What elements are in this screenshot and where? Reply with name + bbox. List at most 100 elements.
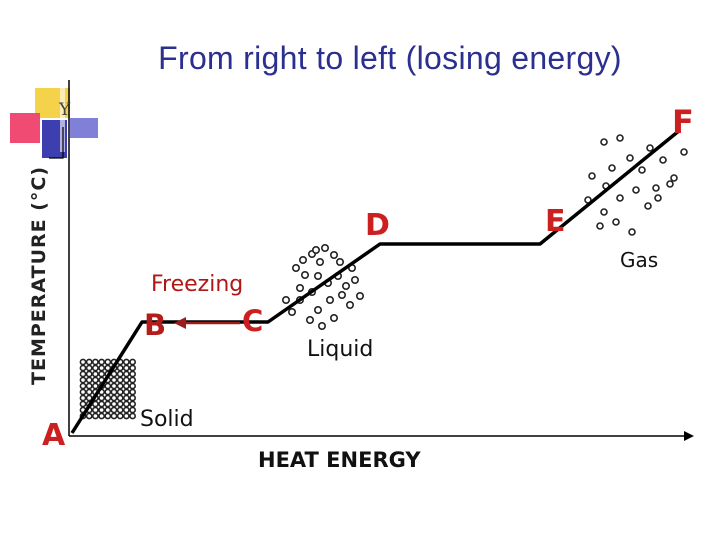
- freezing-arrowhead: [174, 317, 186, 329]
- solid-particle: [123, 358, 130, 366]
- gas-particle: [659, 156, 667, 164]
- liquid-particle: [350, 275, 359, 284]
- solid-particle: [116, 406, 124, 414]
- solid-particle: [104, 406, 112, 414]
- solid-particle: [85, 382, 93, 390]
- liquid-label: Liquid: [307, 337, 374, 362]
- solid-particle: [129, 370, 136, 378]
- liquid-particle: [291, 263, 300, 272]
- gas-particle: [646, 144, 654, 152]
- solid-particle: [123, 388, 130, 396]
- heating-curve-line: [70, 128, 682, 434]
- solid-particle: [104, 400, 112, 408]
- solid-particle: [92, 358, 99, 366]
- gas-particle: [670, 174, 678, 182]
- solid-particle: [85, 370, 93, 378]
- y-axis-letter: Y: [59, 100, 71, 120]
- gas-particle: [588, 172, 596, 180]
- solid-particle: [85, 376, 93, 384]
- solid-particle: [98, 394, 105, 402]
- gas-label: Gas: [620, 248, 659, 272]
- solid-particle: [79, 376, 87, 384]
- solid-particle: [79, 394, 87, 402]
- solid-particle: [92, 400, 99, 408]
- solid-particle: [104, 394, 112, 402]
- liquid-particle: [337, 290, 346, 299]
- solid-lattice-icon: [79, 358, 136, 420]
- solid-particle: [104, 364, 112, 372]
- liquid-particle: [335, 257, 344, 266]
- liquid-particle: [320, 244, 329, 253]
- solid-particle: [110, 406, 118, 414]
- solid-particle: [110, 394, 118, 402]
- solid-particle: [98, 358, 105, 366]
- solid-particle: [104, 412, 112, 420]
- solid-particle: [129, 358, 136, 366]
- solid-particle: [85, 358, 93, 366]
- solid-particle: [110, 382, 118, 390]
- solid-particle: [116, 388, 124, 396]
- x-axis-label: HEAT ENERGY: [258, 448, 421, 472]
- solid-particle: [129, 364, 136, 372]
- liquid-particle: [295, 283, 304, 292]
- gas-particle: [652, 184, 660, 192]
- gas-particle: [596, 222, 604, 230]
- liquid-particle: [305, 315, 314, 324]
- solid-particle: [116, 376, 124, 384]
- liquid-particle: [345, 300, 354, 309]
- solid-particle: [85, 388, 93, 396]
- solid-particle: [116, 364, 124, 372]
- liquid-particle: [329, 251, 338, 260]
- solid-particle: [79, 370, 87, 378]
- liquid-particle: [355, 291, 364, 300]
- liquid-particle: [281, 295, 290, 304]
- solid-particle: [129, 376, 136, 384]
- gas-molecules-icon: [584, 134, 688, 236]
- solid-particle: [129, 412, 136, 420]
- solid-particle: [92, 376, 99, 384]
- solid-particle: [92, 382, 99, 390]
- gas-particle: [654, 194, 662, 202]
- liquid-particle: [300, 270, 309, 279]
- gas-particle: [616, 134, 624, 142]
- solid-particle: [92, 364, 99, 372]
- solid-particle: [110, 400, 118, 408]
- solid-particle: [92, 412, 99, 420]
- liquid-particle: [298, 255, 307, 264]
- liquid-particle: [311, 246, 320, 255]
- solid-particle: [79, 400, 87, 408]
- solid-particle: [79, 388, 87, 396]
- solid-particle: [98, 364, 105, 372]
- solid-particle: [104, 358, 112, 366]
- gas-particle: [644, 202, 652, 210]
- gas-particle: [612, 218, 620, 226]
- solid-particle: [123, 370, 130, 378]
- point-e-label: E: [545, 204, 566, 239]
- solid-particle: [79, 364, 87, 372]
- gas-particle: [626, 154, 634, 162]
- gas-particle: [628, 228, 636, 236]
- solid-particle: [79, 358, 87, 366]
- liquid-particle: [341, 281, 350, 290]
- solid-particle: [92, 406, 99, 414]
- liquid-particle: [317, 321, 326, 330]
- solid-particle: [123, 394, 130, 402]
- gas-particle: [680, 148, 688, 156]
- liquid-cluster-icon: [281, 244, 364, 330]
- point-d-label: D: [365, 208, 390, 243]
- solid-particle: [129, 406, 136, 414]
- solid-label: Solid: [140, 407, 194, 432]
- solid-particle: [129, 394, 136, 402]
- slide-title: From right to left (losing energy): [158, 40, 622, 76]
- y-axis-tick-mark: [49, 127, 64, 159]
- solid-particle: [98, 406, 105, 414]
- solid-particle: [129, 400, 136, 408]
- liquid-particle: [313, 305, 322, 314]
- solid-particle: [92, 370, 99, 378]
- point-a-label: A: [42, 418, 66, 453]
- gas-particle: [632, 186, 640, 194]
- solid-particle: [79, 382, 87, 390]
- solid-particle: [110, 376, 118, 384]
- solid-particle: [123, 376, 130, 384]
